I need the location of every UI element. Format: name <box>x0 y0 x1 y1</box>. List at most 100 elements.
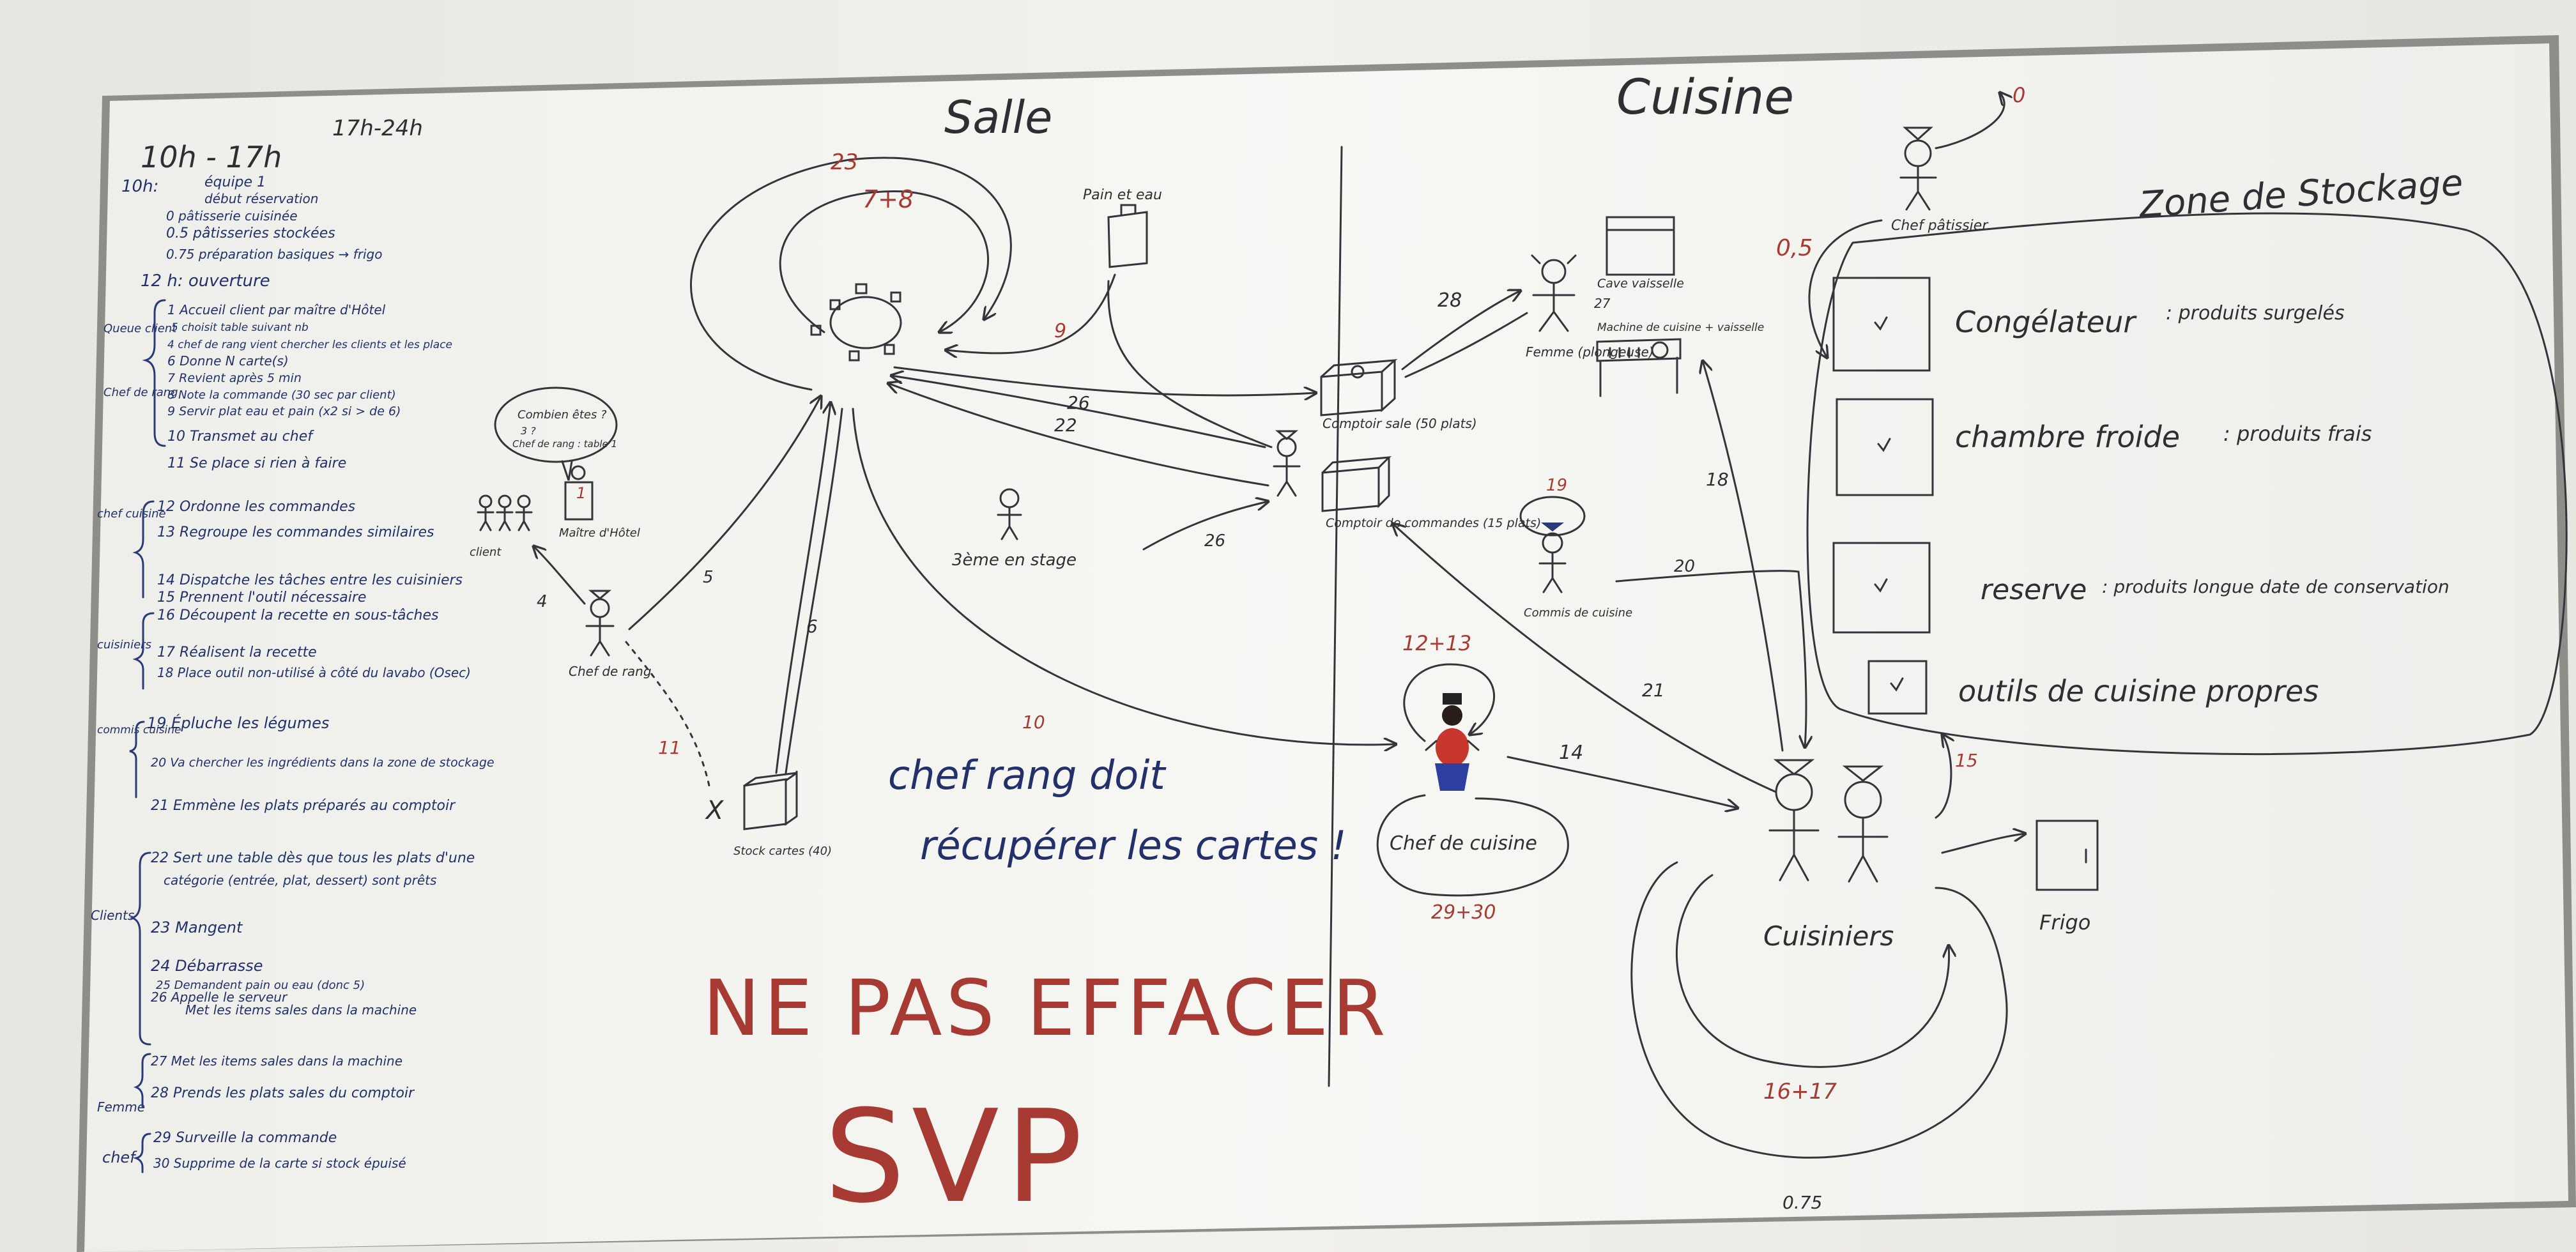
step-28: 28 <box>1438 289 1462 312</box>
hours-evening: 17h-24h <box>332 116 423 141</box>
left-note-line: 29 Surveille la commande <box>153 1130 337 1146</box>
line-pain-to-comptoir <box>1107 280 1273 448</box>
step-26a: 26 <box>1067 392 1090 413</box>
machine-icon <box>1596 338 1682 397</box>
arrow-step-14 <box>1506 756 1738 808</box>
storage-box-chambre-froide <box>1836 398 1934 496</box>
chambre-froide-label: chambre froide <box>1955 420 2180 454</box>
left-note-line: 0.5 pâtisseries stockées <box>166 225 335 241</box>
stagiaire-label: 3ème en stage <box>952 551 1077 570</box>
congelateur-desc: : produits surgelés <box>2166 302 2345 324</box>
loop-chef-cuisine <box>1376 794 1569 897</box>
blue-message-line-1: chef rang doit <box>888 752 1167 798</box>
left-note-line: catégorie (entrée, plat, dessert) sont p… <box>164 873 436 888</box>
left-note-line: 12 Ordonne les commandes <box>157 499 355 515</box>
step-9: 9 <box>1054 320 1066 342</box>
arrow-step-26a-back <box>893 366 1316 395</box>
stagiaire-figure <box>997 488 1022 540</box>
left-note-line: cuisiniers <box>97 638 151 652</box>
chef-patissier-figure <box>1899 126 1937 211</box>
left-note-line: 25 Demandent pain ou eau (donc 5) <box>156 979 365 992</box>
red-message-line-1: NE PAS EFFACER <box>703 965 1390 1053</box>
left-note-line: Queue client <box>103 322 177 335</box>
arrow-step-28 <box>1401 291 1521 370</box>
step-20: 20 <box>1674 557 1695 576</box>
comptoir-sale-label: Comptoir sale (50 plats) <box>1322 416 1477 431</box>
commis-label: Commis de cuisine <box>1524 606 1632 620</box>
step-6: 6 <box>806 616 818 637</box>
arrow-step-05 <box>1808 219 1883 358</box>
step-4: 4 <box>537 592 548 611</box>
arrow-step-6b <box>785 408 843 774</box>
arrow-step-22 <box>888 383 1269 487</box>
loop-arrow-78 <box>779 190 990 332</box>
left-note-line: 10h: <box>121 177 158 196</box>
chef-de-rang-figure <box>585 590 615 657</box>
left-note-line: 13 Regroupe les commandes similaires <box>157 524 434 540</box>
loop-arrow-16-17-outer <box>1630 861 2008 1159</box>
stock-cartes-icon <box>743 770 798 830</box>
left-note-line: 21 Emmène les plats préparés au comptoir <box>151 798 456 814</box>
cave-vaisselle-icon <box>1606 216 1675 276</box>
left-note-line: 0.75 préparation basiques → frigo <box>166 247 382 262</box>
maitre-hotel-figure <box>564 465 594 521</box>
bubble-line-3: Chef de rang : table 1 <box>512 438 617 450</box>
left-note-line: 7 Revient après 5 min <box>167 371 302 385</box>
left-note-line: chef <box>102 1149 137 1166</box>
left-note-line: Chef de rang <box>103 386 178 399</box>
left-note-line: 20 Va chercher les ingrédients dans la z… <box>151 756 494 770</box>
step-15: 15 <box>1955 750 1978 771</box>
arrow-step-26a <box>891 376 1266 448</box>
left-note-line: 23 Mangent <box>151 919 243 936</box>
left-note-line: 0 pâtisserie cuisinée <box>166 208 298 224</box>
arrow-step-6 <box>775 402 831 774</box>
maitre-hotel-label: Maître d'Hôtel <box>559 526 640 540</box>
left-note-line: Met les items sales dans la machine <box>185 1002 417 1018</box>
arrow-to-frigo <box>1941 834 2025 854</box>
left-note-line: 8 Note la commande (30 sec par client) <box>167 388 396 402</box>
arrow-step-11 <box>625 641 710 787</box>
bubble-line-1: Combien êtes ? <box>518 408 607 422</box>
salle-cuisine-divider <box>1328 146 1343 1087</box>
chambre-froide-desc: : produits frais <box>2223 422 2372 446</box>
left-note-line: 4 chef de rang vient chercher les client… <box>167 339 452 351</box>
congelateur-label: Congélateur <box>1955 305 2137 339</box>
step-14: 14 <box>1559 742 1583 764</box>
pain-eau-label: Pain et eau <box>1083 187 1162 203</box>
reserve-desc: : produits longue date de conservation <box>2102 576 2450 597</box>
left-note-line: 5 choisit table suivant nb <box>171 321 309 334</box>
frigo-icon <box>2035 820 2099 891</box>
step-05: 0,5 <box>1776 235 1813 261</box>
arrow-step-28-b <box>1404 312 1528 378</box>
femme-label: Femme (plongeuse) <box>1526 344 1654 360</box>
chef-de-rang-label: Chef de rang <box>569 664 652 679</box>
left-note-line: 12 h: ouverture <box>141 271 270 291</box>
arrow-step-18 <box>1703 361 1784 752</box>
storage-box-reserve <box>1832 542 1931 634</box>
cuisine-title: Cuisine <box>1616 68 1794 125</box>
left-note-line: Femme <box>97 1099 145 1115</box>
left-note-line: 15 Prennent l'outil nécessaire <box>157 590 366 606</box>
loop-arrow-0 <box>1935 93 2004 149</box>
loop-arrow-12-13 <box>1403 663 1495 742</box>
stock-cartes-label: Stock cartes (40) <box>733 844 832 858</box>
zone-stockage-outline <box>1806 212 2568 756</box>
arrow-step-10 <box>852 408 1396 745</box>
loop-arrow-16-17 <box>1675 874 1949 1068</box>
loop-arrow-23 <box>689 156 1012 391</box>
outils-label: outils de cuisine propres <box>1958 674 2319 708</box>
comptoir-sale-icon <box>1320 359 1398 416</box>
left-note-line: commis cuisine <box>97 724 181 737</box>
blue-message-line-2: récupérer les cartes ! <box>920 822 1347 869</box>
left-note-line: chef cuisine <box>97 507 166 521</box>
step-0: 0 <box>2012 83 2025 107</box>
arrow-step-9 <box>946 273 1116 353</box>
step-26b: 26 <box>1204 531 1225 551</box>
step-11: 11 <box>658 737 681 758</box>
arrow-step-20 <box>1615 570 1806 747</box>
cave-vaisselle-label: Cave vaisselle <box>1597 277 1684 291</box>
arrow-step-15 <box>1935 735 1951 819</box>
left-note-line: 17 Réalisent la recette <box>157 645 317 660</box>
cuisiniers-figures <box>1768 759 1889 883</box>
